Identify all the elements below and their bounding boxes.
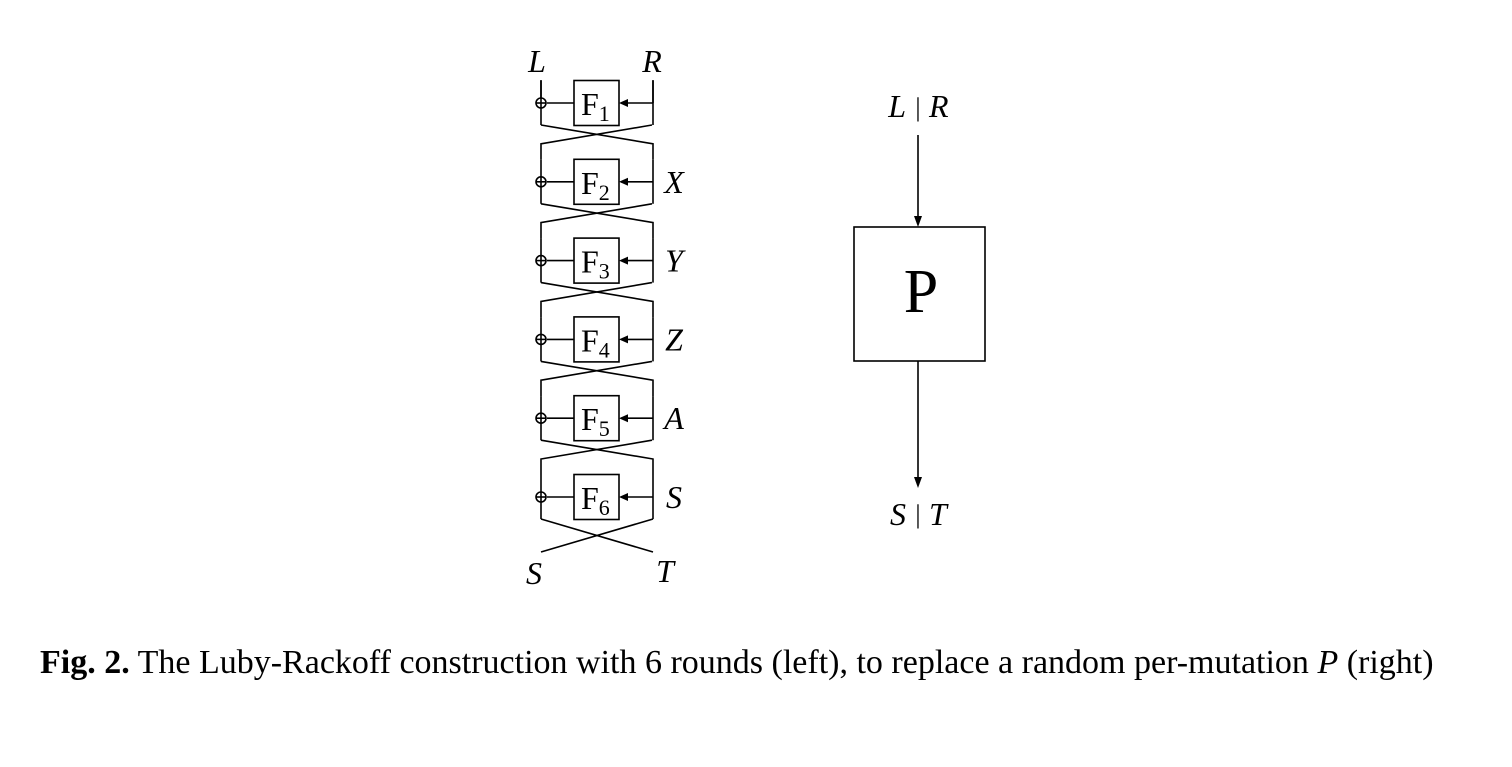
- permutation-box: [853, 226, 986, 362]
- permutation-box-label: P: [904, 258, 938, 326]
- output-label-right: T: [656, 553, 676, 589]
- round-1-function-label: F1: [581, 86, 610, 126]
- round-3-cross-rl: [540, 281, 653, 318]
- round-1-function-box: [573, 79, 620, 127]
- round-5-arrowhead: [619, 414, 628, 423]
- permutation-input-left: L: [887, 88, 906, 124]
- round-4-function-label: F4: [581, 322, 610, 362]
- round-4-side-label: Z: [665, 321, 684, 357]
- round-3-side-label: Y: [665, 243, 686, 279]
- input-label-right: R: [641, 43, 662, 79]
- caption-text-after: (right): [1338, 644, 1434, 681]
- figure-caption: Fig. 2. The Luby-Rackoff construction wi…: [40, 640, 1480, 685]
- round-1-cross-lr: [540, 124, 654, 160]
- round-2-cross-rl: [540, 203, 653, 239]
- permutation-output-right: T: [929, 496, 949, 532]
- round-3-function-label: F3: [581, 244, 610, 284]
- figure-label: Fig. 2.: [40, 644, 130, 681]
- input-label-left: L: [527, 43, 546, 79]
- round-2-side-label: X: [662, 164, 685, 200]
- round-2-function-label: F2: [581, 165, 610, 205]
- output-cross-rl: [540, 518, 654, 553]
- round-3-cross-lr: [540, 281, 654, 318]
- round-5-cross-lr: [540, 439, 654, 475]
- round-5-side-label: A: [662, 400, 684, 436]
- round-4-arrowhead: [619, 335, 628, 344]
- permutation-output-separator: |: [915, 500, 920, 529]
- permutation-output-left: S: [890, 496, 906, 532]
- round-4-cross-rl: [540, 360, 653, 397]
- round-2-cross-lr: [540, 203, 654, 239]
- round-5-function-label: F5: [581, 401, 610, 441]
- round-6-function-label: F6: [581, 480, 610, 520]
- permutation-input-right: R: [928, 88, 949, 124]
- round-1-arrowhead: [619, 99, 628, 107]
- round-5-cross-rl: [540, 439, 653, 475]
- round-1-cross-rl: [540, 124, 653, 160]
- caption-text-before: The Luby-Rackoff construction with 6 rou…: [129, 644, 1318, 681]
- round-6-side-label: S: [666, 479, 682, 515]
- permutation-input-arrowhead: [914, 216, 922, 227]
- round-2-arrowhead: [619, 177, 628, 186]
- round-3-arrowhead: [619, 256, 628, 265]
- round-6-arrowhead: [619, 493, 628, 501]
- permutation-output-arrowhead: [914, 477, 922, 488]
- permutation-diagram: L | R P S | T: [853, 88, 986, 532]
- output-label-left: S: [526, 555, 542, 591]
- permutation-input-separator: |: [915, 93, 920, 122]
- caption-math-p: P: [1317, 644, 1339, 681]
- round-4-cross-lr: [540, 360, 654, 397]
